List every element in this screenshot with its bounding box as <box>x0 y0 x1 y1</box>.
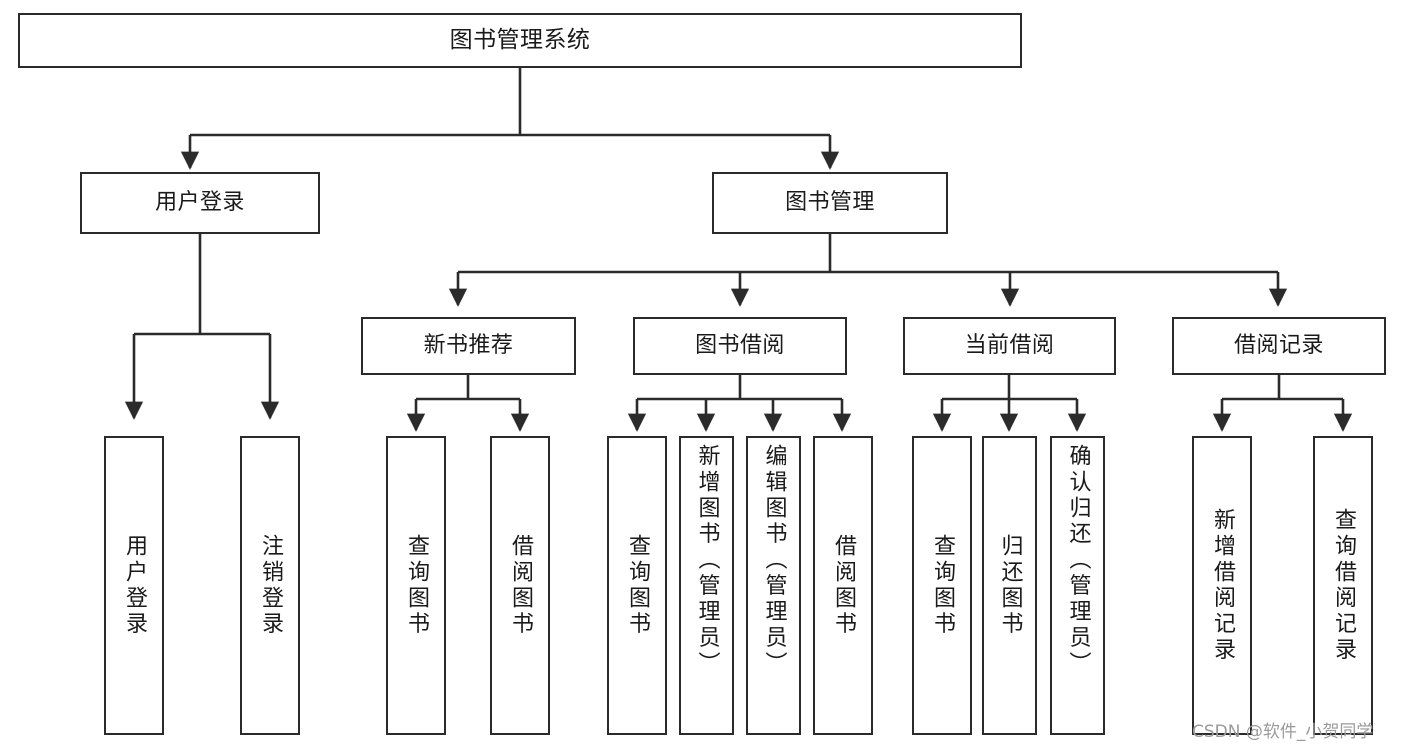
leaf-new-book-query[interactable]: 查询图书 <box>386 436 446 735</box>
node-current-borrow[interactable]: 当前借阅 <box>903 317 1116 375</box>
node-label: 新书推荐 <box>423 333 514 359</box>
node-label: 新增借阅记录 <box>1210 507 1235 664</box>
node-label: 查询图书 <box>404 533 429 638</box>
node-label: 借阅图书 <box>508 533 533 638</box>
node-label: 图书管理 <box>785 190 875 216</box>
node-label: 新增图书（管理员） <box>694 444 720 678</box>
leaf-book-borrow-add[interactable]: 新增图书（管理员） <box>679 436 734 735</box>
node-borrow-record[interactable]: 借阅记录 <box>1172 317 1386 375</box>
node-label: 借阅图书 <box>831 533 856 638</box>
node-label: 借阅记录 <box>1234 333 1324 359</box>
leaf-user-login-logout[interactable]: 注销登录 <box>240 436 300 735</box>
node-label: 查询图书 <box>930 533 955 638</box>
node-book-borrow[interactable]: 图书借阅 <box>633 317 847 375</box>
leaf-new-book-borrow[interactable]: 借阅图书 <box>490 436 550 735</box>
node-new-book-recommend[interactable]: 新书推荐 <box>361 317 576 375</box>
leaf-borrow-record-add[interactable]: 新增借阅记录 <box>1192 436 1252 735</box>
csdn-watermark: CSDN @软件_小贺同学 <box>1192 722 1374 742</box>
leaf-current-borrow-return[interactable]: 归还图书 <box>982 436 1037 735</box>
node-label: 图书借阅 <box>695 333 785 359</box>
node-user-login[interactable]: 用户登录 <box>80 172 320 234</box>
node-label: 编辑图书（管理员） <box>761 444 787 678</box>
node-root-system[interactable]: 图书管理系统 <box>18 13 1022 68</box>
node-label: 图书管理系统 <box>449 26 591 53</box>
node-label: 注销登录 <box>258 533 283 638</box>
leaf-book-borrow-query[interactable]: 查询图书 <box>607 436 667 735</box>
leaf-current-borrow-confirm-return[interactable]: 确认归还（管理员） <box>1050 436 1105 735</box>
node-label: 用户登录 <box>122 533 147 638</box>
leaf-borrow-record-query[interactable]: 查询借阅记录 <box>1313 436 1373 735</box>
leaf-book-borrow-edit[interactable]: 编辑图书（管理员） <box>746 436 801 735</box>
leaf-book-borrow-borrow[interactable]: 借阅图书 <box>813 436 873 735</box>
leaf-current-borrow-query[interactable]: 查询图书 <box>912 436 972 735</box>
node-label: 用户登录 <box>155 190 245 216</box>
node-label: 查询图书 <box>625 533 650 638</box>
node-label: 归还图书 <box>997 533 1023 638</box>
node-label: 确认归还（管理员） <box>1065 444 1091 678</box>
node-book-management[interactable]: 图书管理 <box>712 172 948 234</box>
node-label: 当前借阅 <box>964 333 1055 359</box>
leaf-user-login-login[interactable]: 用户登录 <box>104 436 164 735</box>
node-label: 查询借阅记录 <box>1331 507 1356 664</box>
